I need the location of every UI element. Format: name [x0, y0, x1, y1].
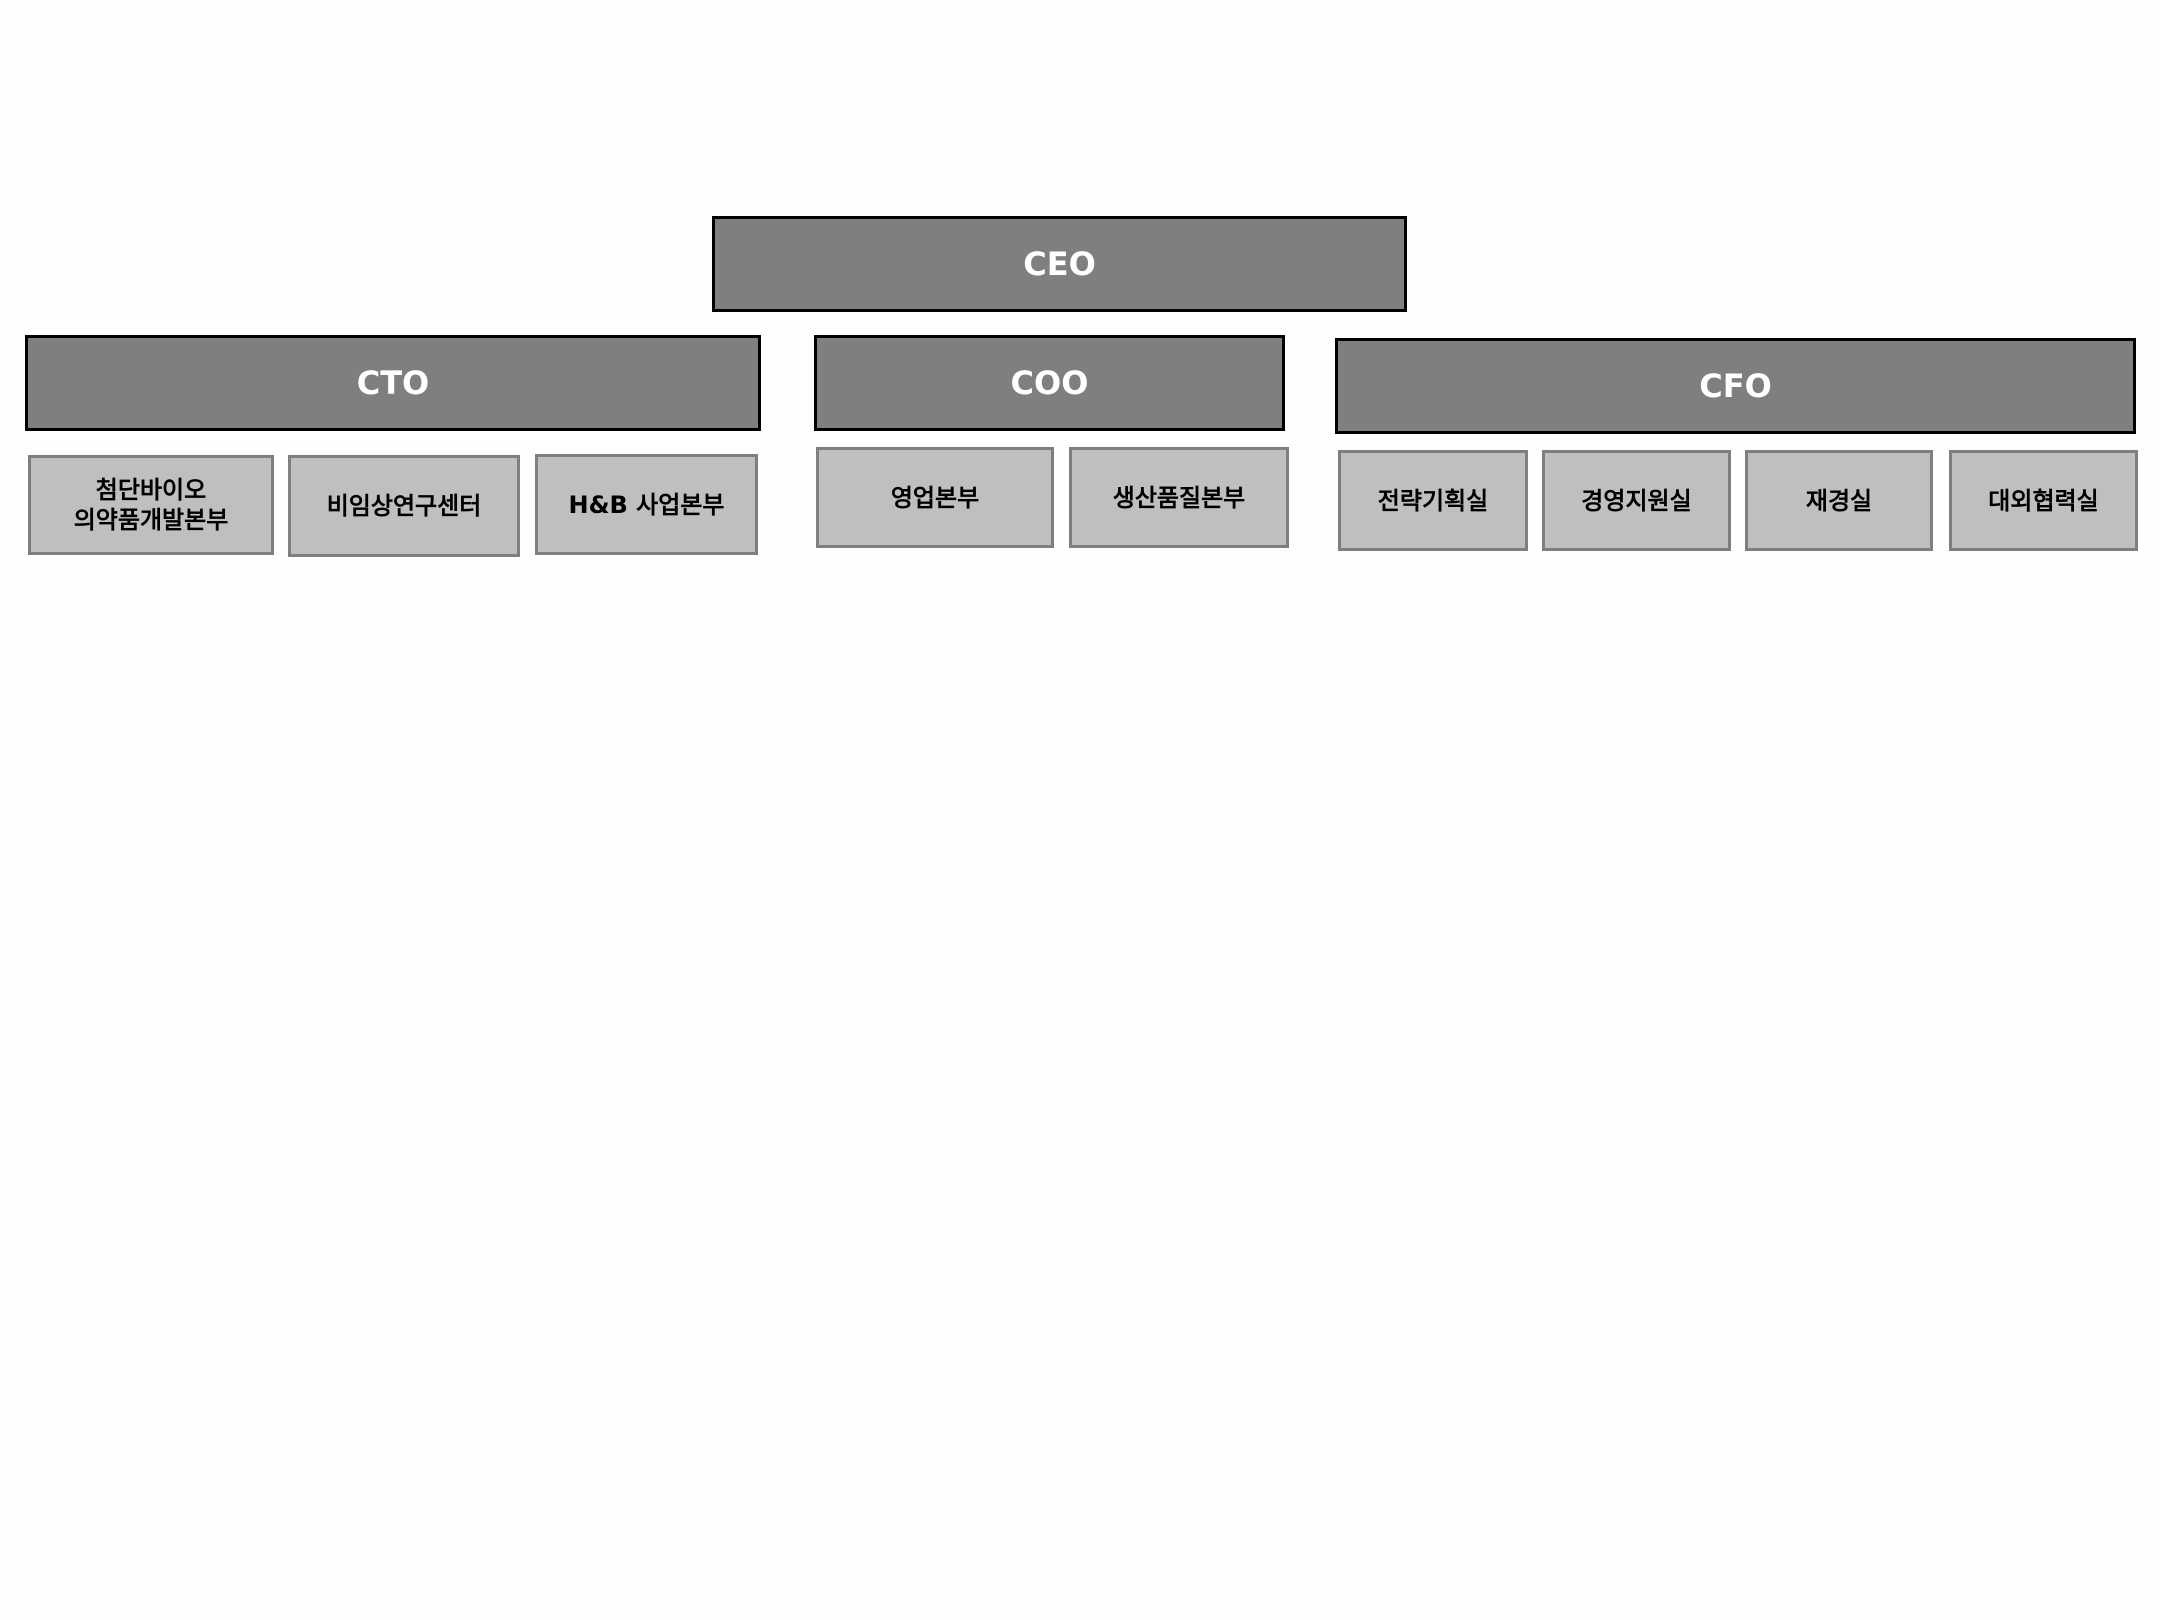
ceo-label: CEO [1023, 245, 1096, 283]
dept-label: 생산품질본부 [1112, 483, 1246, 512]
dept-label: 재경실 [1805, 486, 1873, 515]
dept-box-external-affairs: 대외협력실 [1949, 450, 2138, 551]
dept-box-hb-business: H&B 사업본부 [535, 454, 758, 555]
dept-box-management-support: 경영지원실 [1542, 450, 1731, 551]
cfo-label: CFO [1699, 367, 1772, 405]
dept-box-finance: 재경실 [1745, 450, 1933, 551]
ceo-box: CEO [712, 216, 1407, 312]
dept-label: 대외협력실 [1988, 486, 2099, 515]
dept-label: 비임상연구센터 [326, 492, 482, 520]
cto-label: CTO [356, 364, 430, 402]
cfo-box: CFO [1335, 338, 2136, 434]
dept-label: 영업본부 [890, 483, 980, 512]
dept-box-sales: 영업본부 [816, 447, 1054, 548]
dept-label: 경영지원실 [1581, 486, 1692, 515]
dept-box-strategy-planning: 전략기획실 [1338, 450, 1528, 551]
dept-box-nonclinical-research: 비임상연구센터 [288, 455, 520, 557]
dept-label: 전략기획실 [1377, 486, 1489, 515]
cto-box: CTO [25, 335, 761, 431]
dept-box-advanced-bio-drug-dev: 첨단바이오 의약품개발본부 [28, 455, 274, 555]
coo-label: COO [1010, 364, 1089, 402]
dept-box-production-quality: 생산품질본부 [1069, 447, 1289, 548]
coo-box: COO [814, 335, 1285, 431]
dept-label: H&B 사업본부 [568, 490, 725, 519]
dept-label: 첨단바이오 의약품개발본부 [73, 476, 229, 534]
